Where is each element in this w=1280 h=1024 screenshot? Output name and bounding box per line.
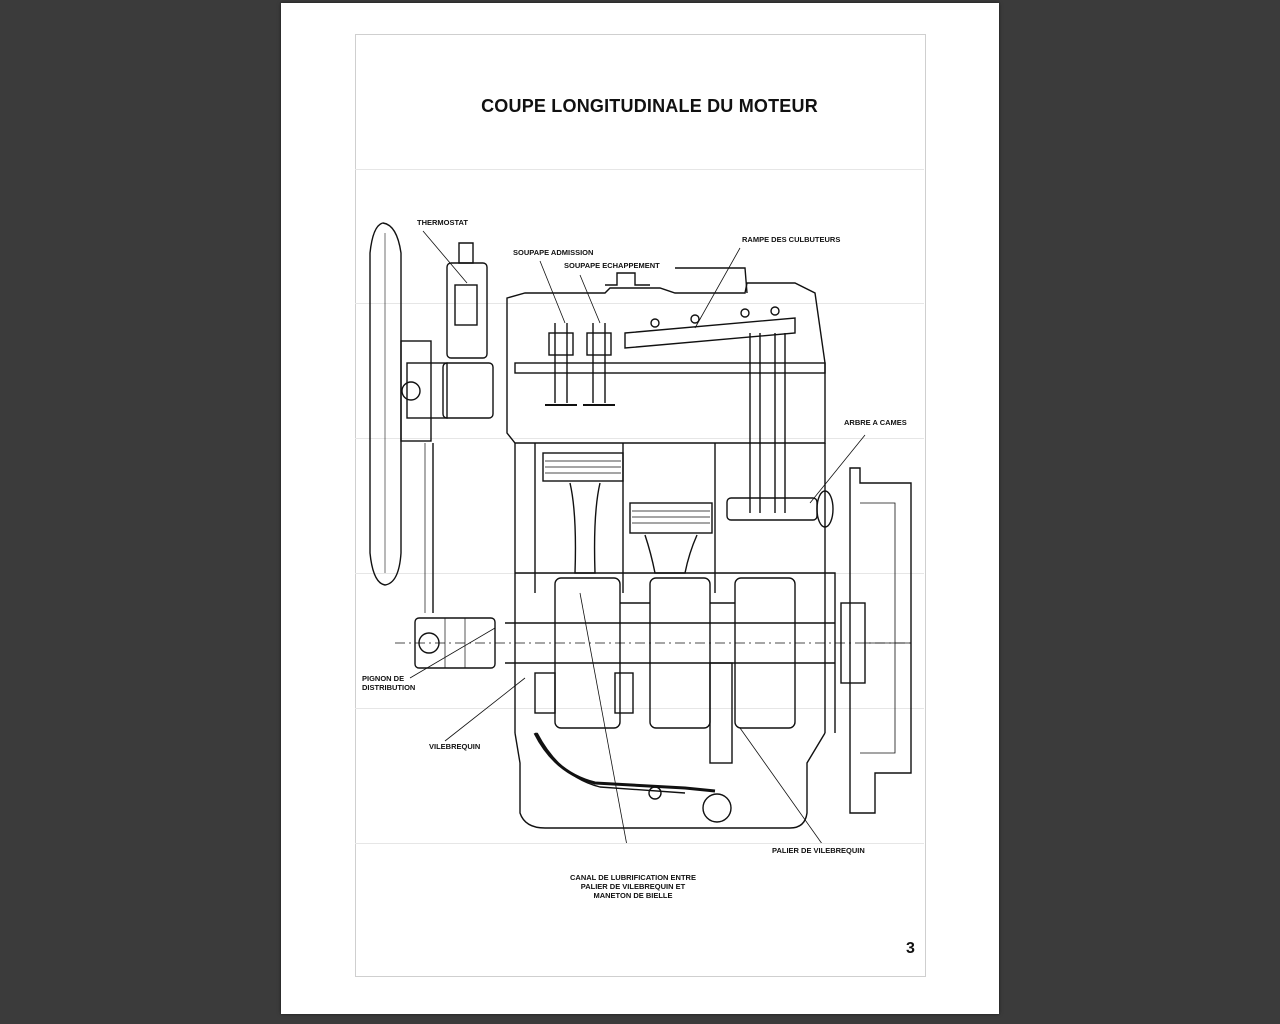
page-title: COUPE LONGITUDINALE DU MOTEUR [481,96,818,116]
label-thermostat: THERMOSTAT [417,218,468,227]
label-pignon-line2: DISTRIBUTION [362,683,416,692]
page-number: 3 [906,940,915,957]
label-arbre-cames: ARBRE A CAMES [844,418,907,427]
page-frame [355,34,926,977]
document-page: COUPE LONGITUDINALE DU MOTEUR [281,3,999,1014]
scan-line [355,708,924,709]
label-pignon-line1: PIGNON DE [362,674,405,683]
scan-line [355,843,924,844]
label-rampe-culbuteurs: RAMPE DES CULBUTEURS [742,235,841,244]
label-canal-line2: PALIER DE VILEBREQUIN ET [580,882,686,891]
scan-line [355,438,924,439]
label-canal-line1: CANAL DE LUBRIFICATION ENTRE [570,873,696,882]
engine-cutaway-drawing [369,222,915,843]
scan-line [355,303,924,304]
scan-line [355,169,924,170]
label-soupape-echappement: SOUPAPE ECHAPPEMENT [564,261,660,270]
label-vilebrequin: VILEBREQUIN [429,742,481,751]
label-soupape-admission: SOUPAPE ADMISSION [513,248,594,257]
label-canal-line3: MANETON DE BIELLE [593,891,673,900]
label-palier-vilebrequin: PALIER DE VILEBREQUIN [772,846,865,855]
